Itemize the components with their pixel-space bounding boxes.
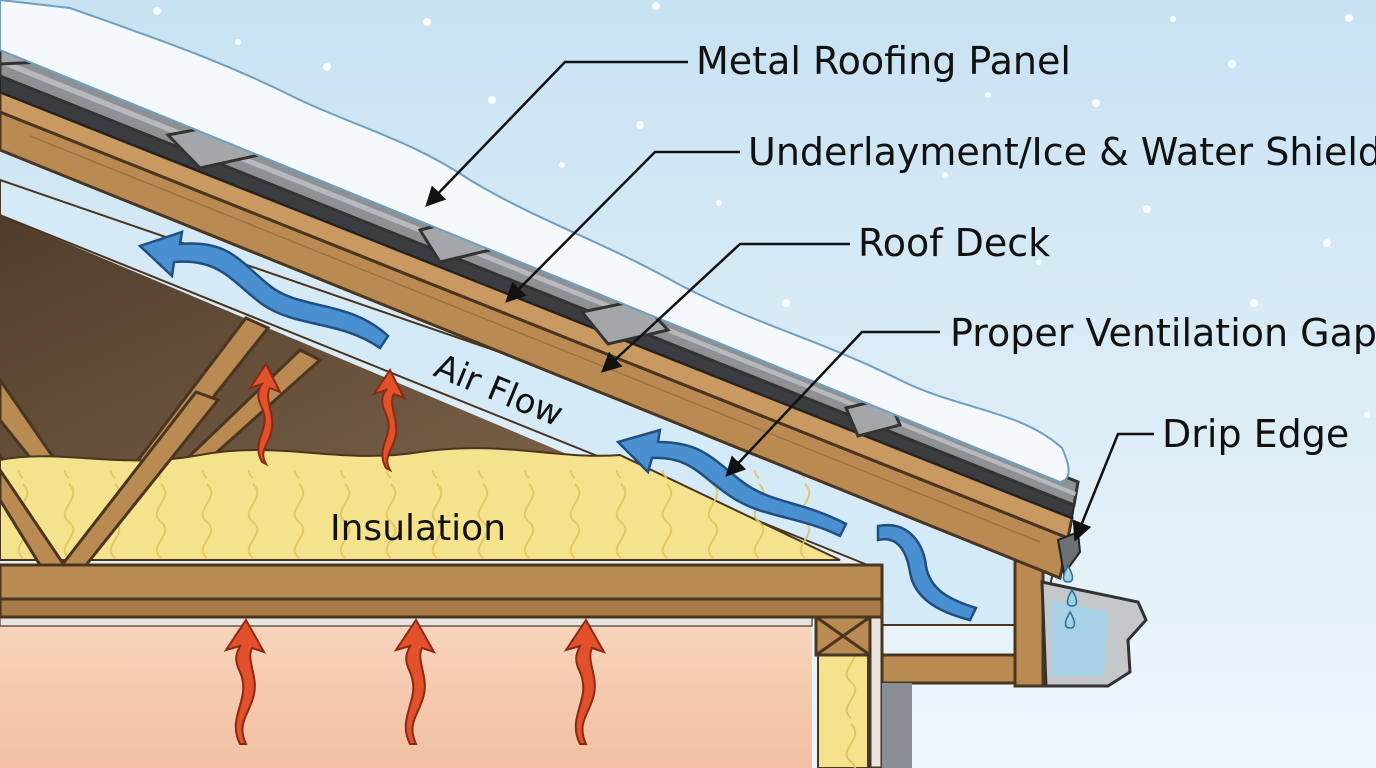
airflow-arrow-upper	[137, 230, 390, 350]
snowflakes	[153, 2, 1370, 418]
wall-top-plate	[0, 597, 884, 619]
airflow-arrow-soffit	[876, 523, 978, 622]
exterior-wall-shadow	[882, 683, 912, 768]
attic-space	[0, 215, 600, 480]
leader-ventilation-gap	[725, 330, 940, 477]
heat-arrows	[223, 362, 607, 745]
leader-underlayment	[505, 150, 740, 303]
wall-framing	[814, 615, 884, 768]
callout-roof-deck: Roof Deck	[858, 221, 1050, 265]
label-insulation: Insulation	[330, 508, 506, 549]
heat-arrow	[223, 618, 267, 745]
heat-arrow	[247, 362, 283, 467]
callout-metal-roofing-panel: Metal Roofing Panel	[696, 39, 1071, 83]
ceiling-joist	[0, 563, 884, 601]
leader-lines	[425, 60, 1154, 542]
airflow-arrows	[137, 230, 978, 622]
roof-snow	[0, 0, 1070, 484]
leader-roof-deck	[601, 242, 850, 373]
leader-drip-edge	[1072, 432, 1154, 542]
airflow-arrow-lower	[615, 428, 848, 538]
leader-metal-panel	[425, 60, 688, 207]
callout-ventilation-gap: Proper Ventilation Gap	[950, 311, 1376, 355]
callout-underlayment: Underlayment/Ice & Water Shield	[748, 130, 1376, 174]
fascia-board	[1013, 558, 1045, 688]
heat-arrow	[371, 368, 407, 473]
interior-room	[0, 625, 812, 768]
callout-drip-edge: Drip Edge	[1162, 412, 1349, 456]
gutter-assembly	[1040, 530, 1148, 688]
heat-arrow	[393, 618, 437, 745]
heat-arrow	[563, 618, 607, 745]
